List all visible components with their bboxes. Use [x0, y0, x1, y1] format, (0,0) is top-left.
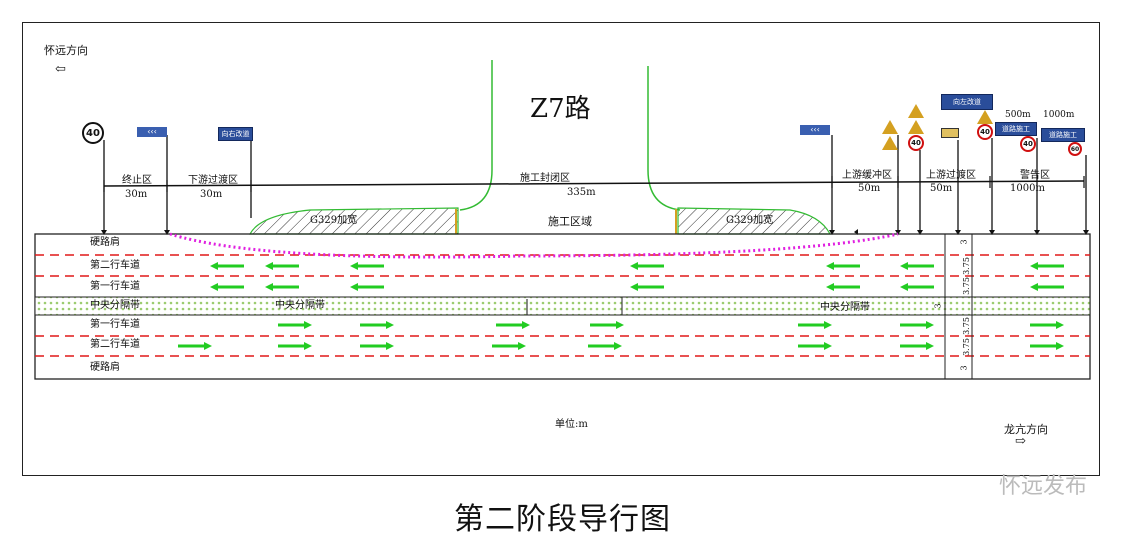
dim-1: 3	[959, 239, 969, 245]
arrow-left-icon: ⇦	[55, 62, 66, 77]
lane-2-bottom: 第二行车道	[90, 339, 140, 350]
zone-warning: 警告区	[1020, 170, 1050, 181]
dim-7: 3	[959, 365, 969, 371]
warning-triangle-icon	[882, 136, 898, 150]
zone-end: 终止区	[122, 175, 152, 186]
figure-caption: 第二阶段导行图	[454, 502, 671, 537]
road-work-sign: 道路施工	[1041, 128, 1085, 142]
work-area-label: 施工区域	[548, 215, 592, 228]
detour-left-sign: 向左改道	[941, 94, 993, 110]
arrow-right-icon	[360, 321, 394, 329]
lane-shoulder-bottom: 硬路肩	[90, 362, 120, 373]
z7-curb-left	[459, 60, 493, 211]
lane-shoulder-top: 硬路肩	[90, 237, 120, 248]
arrow-left-icon	[350, 283, 384, 291]
arrow-right-icon	[900, 342, 934, 350]
arrow-right-icon: ⇨	[1015, 434, 1026, 449]
diagram-frame	[22, 22, 1100, 476]
median-right-label: 中央分隔带	[820, 302, 870, 313]
arrow-left-icon	[265, 262, 299, 270]
median-mid-label: 中央分隔带	[275, 300, 325, 311]
dim-3: 3.75	[961, 277, 971, 295]
arrow-right-icon	[798, 342, 832, 350]
arrow-left-icon	[210, 262, 244, 270]
arrow-right-icon	[178, 342, 212, 350]
arrow-right-icon	[1030, 321, 1064, 329]
lane-2-top: 第二行车道	[90, 260, 140, 271]
barrier-sign-icon	[941, 128, 959, 138]
arrow-left-icon	[826, 283, 860, 291]
speed-limit-40-sign: 40	[977, 124, 993, 140]
zone-up-buffer: 上游缓冲区	[842, 170, 892, 181]
detour-right-sign: 向右改道	[218, 127, 253, 141]
zone-end-len: 30m	[125, 189, 148, 200]
arrow-right-icon	[360, 342, 394, 350]
arrow-left-icon	[1030, 262, 1064, 270]
lane-1-bottom: 第一行车道	[90, 319, 140, 330]
speed-limit-40-sign: 40	[82, 122, 104, 144]
arrow-left-icon	[900, 283, 934, 291]
arrow-right-icon	[798, 321, 832, 329]
lane-lines	[35, 254, 1090, 357]
zone-up-buffer-len: 50m	[858, 183, 881, 194]
arrow-right-icon	[588, 342, 622, 350]
arrow-right-icon	[278, 342, 312, 350]
arrow-left-icon	[210, 283, 244, 291]
zone-dimension-line	[103, 180, 1085, 187]
zone-closed: 施工封闭区	[520, 173, 570, 184]
arrow-left-icon	[630, 262, 664, 270]
road-work-sign: 道路施工	[995, 122, 1037, 136]
arrow-right-icon	[900, 321, 934, 329]
dim-6: 3.75	[961, 338, 971, 356]
zone-up-transition: 上游过渡区	[926, 170, 976, 181]
direction-longkang: 龙亢方向	[1004, 423, 1048, 436]
chevron-sign-left: ‹‹‹	[137, 127, 167, 137]
warning-triangle-icon	[977, 110, 993, 124]
arrow-left-icon	[350, 262, 384, 270]
dim-5: 3.75	[961, 317, 971, 335]
arrow-left-icon	[826, 262, 860, 270]
zone-closed-len: 335m	[567, 187, 596, 198]
arrow-left-icon	[265, 283, 299, 291]
warning-triangle-icon	[908, 104, 924, 118]
dim-2: 3.75	[961, 257, 971, 275]
watermark: 怀远发布	[998, 474, 1087, 499]
zone-warning-len: 1000m	[1010, 183, 1045, 194]
lane-1-top: 第一行车道	[90, 281, 140, 292]
arrow-right-icon	[278, 321, 312, 329]
widening-left-area	[249, 207, 459, 235]
arrow-left-icon	[630, 283, 664, 291]
unit-label: 单位:m	[555, 419, 588, 430]
widening-right-label: G329加宽	[726, 215, 774, 226]
warning-triangle-icon	[882, 120, 898, 134]
z7-curb-right	[647, 66, 681, 211]
widening-left-label: G329加宽	[310, 215, 358, 226]
road-title: Z7路	[530, 94, 591, 124]
zone-down-transition-len: 30m	[200, 189, 223, 200]
chevron-sign-right: ‹‹‹	[800, 125, 830, 135]
arrow-left-icon	[900, 262, 934, 270]
arrow-right-icon	[492, 342, 526, 350]
direction-huaiyuan: 怀远方向	[44, 44, 88, 57]
speed-limit-40-sign: 40	[1020, 136, 1036, 152]
zone-down-transition: 下游过渡区	[188, 175, 238, 186]
arrow-right-icon	[590, 321, 624, 329]
zone-up-transition-len: 50m	[930, 183, 953, 194]
speed-limit-40-sign: 40	[908, 135, 924, 151]
arrow-right-icon	[1030, 342, 1064, 350]
arrow-right-icon	[496, 321, 530, 329]
warning-triangle-icon	[908, 120, 924, 134]
speed-limit-60-sign: 60	[1068, 142, 1082, 156]
dim-4: 3	[933, 303, 943, 309]
distance-1000-label: 1000m	[1043, 110, 1075, 120]
distance-500-label: 500m	[1005, 110, 1031, 120]
arrow-left-icon	[1030, 283, 1064, 291]
median-left-label: 中央分隔带	[90, 300, 140, 311]
